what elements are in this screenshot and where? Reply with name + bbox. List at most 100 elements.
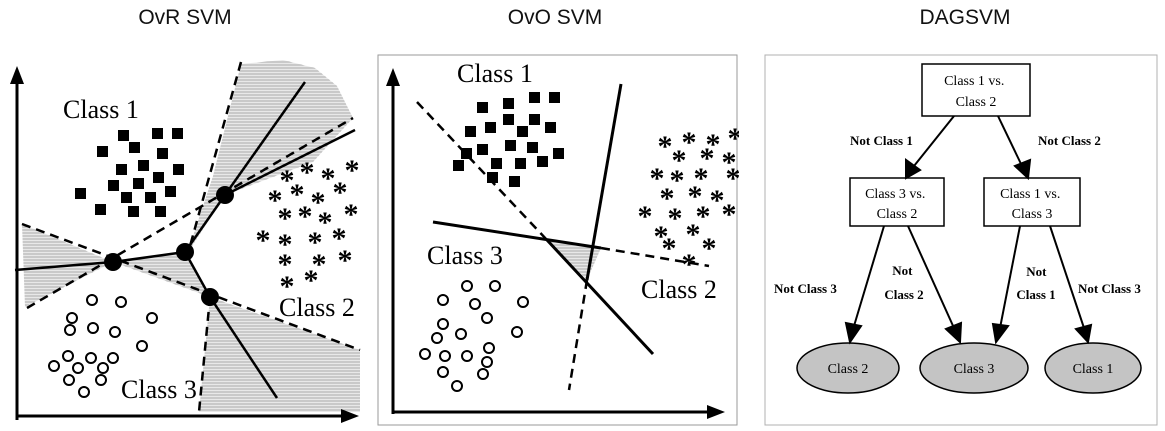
dagsvm-diagram: Class 1 vs. Class 2 Class 3 vs. Class 2 … xyxy=(764,52,1162,428)
svg-text:*: * xyxy=(333,176,348,209)
ovo-boundary-horizontal xyxy=(432,220,602,250)
ovr-svm-title: OvR SVM xyxy=(138,6,232,29)
ovr-shade-top xyxy=(187,60,353,254)
svg-text:*: * xyxy=(321,162,336,195)
svg-text:*: * xyxy=(688,180,703,213)
ovr-y-arrow xyxy=(10,66,24,84)
svg-text:*: * xyxy=(300,156,315,189)
svg-text:*: * xyxy=(696,200,711,233)
ovo-class3-label: Class 3 xyxy=(427,241,503,270)
dag-edge-not-class1: Not Class 1 xyxy=(850,133,913,148)
svg-text:*: * xyxy=(660,182,675,215)
dag-edges xyxy=(844,115,1093,345)
svg-text:*: * xyxy=(280,164,295,197)
dag-leaf-class2 xyxy=(796,342,900,394)
svg-text:*: * xyxy=(722,198,737,231)
ovo-class1-points xyxy=(453,92,564,187)
svg-text:*: * xyxy=(722,146,737,179)
svg-text:Class 1 vs. Class 3: Class 1 vs. Class 3 xyxy=(1000,187,1064,222)
dag-edge-right-not-class3: Not Class 3 xyxy=(1078,281,1141,296)
svg-text:*: * xyxy=(706,128,721,161)
svg-text:*: * xyxy=(702,232,717,265)
svg-text:*: * xyxy=(304,264,319,297)
dag-frame xyxy=(764,54,1158,426)
svg-text:*: * xyxy=(256,224,271,257)
svg-text:*: * xyxy=(650,162,665,195)
svg-text:*: * xyxy=(710,184,725,217)
svg-text:*: * xyxy=(638,200,653,233)
svg-text:*: * xyxy=(278,202,293,235)
svg-text:*: * xyxy=(298,200,313,233)
dag-leaf2-label: Class 3 xyxy=(954,362,995,377)
ovr-node xyxy=(176,243,194,261)
dag-right-node xyxy=(983,177,1081,227)
ovo-x-arrow xyxy=(707,405,725,419)
svg-text:*: * xyxy=(280,270,295,303)
dag-left-node xyxy=(849,177,945,227)
svg-text:Not Class 1: Not Class 1 xyxy=(1016,264,1055,302)
dag-edge-rl-line1: Not xyxy=(1026,264,1047,279)
ovr-class2-label: Class 2 xyxy=(279,293,355,322)
ovr-class1-points xyxy=(75,128,184,217)
dag-edge-rl-line2: Class 1 xyxy=(1016,287,1055,302)
ovr-node xyxy=(104,253,122,271)
svg-text:*: * xyxy=(278,248,293,281)
ovo-class2-points: **** *** **** *** **** **** * xyxy=(638,122,740,281)
svg-text:*: * xyxy=(728,122,740,155)
svg-text:*: * xyxy=(662,232,677,265)
dag-leaf-class3 xyxy=(919,342,1029,394)
ovo-svm-title: OvO SVM xyxy=(507,6,603,29)
svg-text:*: * xyxy=(682,126,697,159)
dag-root-node xyxy=(921,63,1031,117)
ovo-svm-diagram: **** *** **** *** **** **** * Class 1 Cl… xyxy=(377,52,739,428)
dag-edge-left-not-class3: Not Class 3 xyxy=(774,281,837,296)
dag-edge-lr-line1: Not xyxy=(892,263,913,278)
ovo-dash-diagonal xyxy=(416,101,548,241)
ovo-dash-right xyxy=(600,246,710,268)
ovr-class3-label: Class 3 xyxy=(121,375,197,404)
ovr-dash-3 xyxy=(21,222,361,352)
svg-text:Not Class 2: Not Class 2 xyxy=(884,263,923,302)
ovr-node xyxy=(201,288,219,306)
ovr-x-arrow xyxy=(341,409,359,423)
ovr-boundary-top xyxy=(223,81,307,196)
svg-text:*: * xyxy=(311,186,326,219)
ovr-shade-center xyxy=(113,252,210,297)
ovo-class1-label: Class 1 xyxy=(457,59,533,88)
ovr-class2-points: **** **** **** **** *** ** xyxy=(256,154,360,303)
ovr-svg: **** **** **** **** *** ** Class 1 Class… xyxy=(10,60,361,423)
svg-text:Class 1 vs. Class 2: Class 1 vs. Class 2 xyxy=(944,74,1008,110)
dagsvm-title: DAGSVM xyxy=(919,6,1011,29)
svg-text:*: * xyxy=(700,142,715,175)
ovr-boundary-upper xyxy=(183,194,227,253)
svg-text:*: * xyxy=(670,164,685,197)
dag-leaf-class1 xyxy=(1044,342,1142,394)
dag-left-line1: Class 3 vs. xyxy=(865,187,925,202)
dag-edge-not-class2: Not Class 2 xyxy=(1038,133,1101,148)
svg-text:*: * xyxy=(672,144,687,177)
svg-text:*: * xyxy=(345,154,360,187)
ovo-class2-label: Class 2 xyxy=(641,275,717,304)
svg-text:*: * xyxy=(686,218,701,251)
svg-text:*: * xyxy=(312,248,327,281)
ovo-y-arrow xyxy=(386,68,400,86)
svg-text:*: * xyxy=(726,162,740,195)
svg-text:*: * xyxy=(268,184,283,217)
dag-leaf1-label: Class 2 xyxy=(828,362,869,377)
svg-text:*: * xyxy=(278,228,293,261)
svg-text:*: * xyxy=(344,198,359,231)
ovr-dash-4 xyxy=(197,296,212,413)
ovr-shade-bottom xyxy=(199,297,360,412)
ovo-dash-lower xyxy=(567,279,589,391)
ovr-dash-2 xyxy=(26,116,354,310)
ovr-boundary-right xyxy=(224,128,356,197)
ovr-class3-points xyxy=(48,294,158,398)
dag-right-line1: Class 1 vs. xyxy=(1000,187,1060,202)
svg-text:*: * xyxy=(318,206,333,239)
dag-leaf3-label: Class 1 xyxy=(1073,362,1114,377)
dag-left-line2: Class 2 xyxy=(877,207,918,222)
dag-right-line2: Class 3 xyxy=(1012,207,1053,222)
dag-root-line2: Class 2 xyxy=(956,95,997,110)
dag-svg: Class 1 vs. Class 2 Class 3 vs. Class 2 … xyxy=(764,54,1158,426)
ovo-boundary-diagonal xyxy=(545,238,655,356)
